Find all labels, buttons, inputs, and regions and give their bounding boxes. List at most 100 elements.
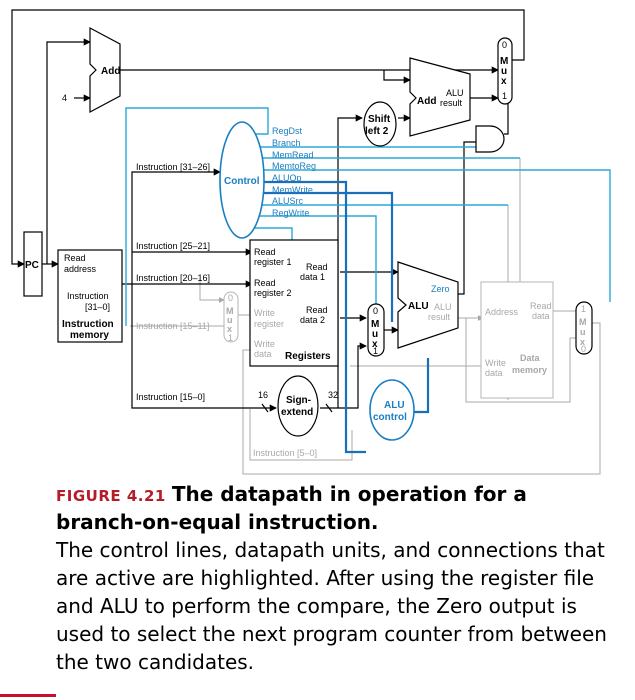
inactive-wires bbox=[130, 158, 601, 475]
regdst-mux: 0 M u x 1 bbox=[223, 291, 239, 343]
register-file: Read register 1 Read register 2 Write re… bbox=[249, 239, 339, 367]
page-edge-mark bbox=[0, 694, 56, 697]
rf-name: Registers bbox=[285, 351, 331, 362]
rf-rr2-b: register 2 bbox=[254, 288, 292, 298]
control-label: Control bbox=[224, 176, 260, 187]
memtoreg-mux-m: M bbox=[579, 317, 587, 327]
rf-rr2-a: Read bbox=[254, 278, 276, 288]
instr-25-21-label: Instruction [25–21] bbox=[136, 241, 210, 251]
alu-res-top: ALU bbox=[434, 302, 452, 312]
const-4: 4 bbox=[62, 93, 67, 103]
alu-label: ALU bbox=[408, 301, 429, 312]
rf-wr-a: Write bbox=[254, 308, 275, 318]
pc-mux-x: x bbox=[501, 76, 507, 87]
signal-memtoreg: MemtoReg bbox=[272, 161, 316, 171]
rf-wd-b: data bbox=[254, 349, 272, 359]
signal-regdst: RegDst bbox=[272, 126, 303, 136]
figure-title: The datapath in operation for a branch-o… bbox=[56, 482, 527, 534]
im-instr-2: [31–0] bbox=[85, 302, 110, 312]
signal-regwrite: RegWrite bbox=[272, 208, 309, 218]
branch-adder-result-top: ALU bbox=[446, 88, 464, 98]
dm-name-1: Data bbox=[520, 353, 541, 363]
branch-adder-result-bot: result bbox=[440, 98, 463, 108]
pc-mux-1: 1 bbox=[502, 91, 507, 101]
signal-memread: MemRead bbox=[272, 150, 314, 160]
im-read-1: Read bbox=[64, 253, 86, 263]
data-memory: Address Read data Write data Data memory bbox=[480, 281, 554, 399]
instr-15-11-label: Instruction [15–11] bbox=[136, 321, 209, 331]
rf-rr1-a: Read bbox=[254, 247, 276, 257]
alu-control: ALU control bbox=[369, 379, 415, 441]
pc-mux-0: 0 bbox=[502, 40, 507, 50]
branch-and-gate bbox=[475, 125, 505, 153]
alusrc-mux-1: 1 bbox=[373, 346, 378, 356]
alusrc-mux: 0 M u x 1 bbox=[367, 303, 385, 357]
signal-branch: Branch bbox=[272, 138, 301, 148]
control-signals: RegDst Branch MemRead MemtoReg ALUOp Mem… bbox=[272, 126, 316, 218]
pc-source-mux: 0 M u x 1 bbox=[497, 37, 513, 105]
pc-mux-u: u bbox=[501, 66, 507, 77]
memtoreg-mux-0: 0 bbox=[581, 344, 586, 354]
signal-aluop: ALUOp bbox=[272, 173, 302, 183]
rf-wr-b: register bbox=[254, 319, 284, 329]
memtoreg-mux-1: 1 bbox=[581, 304, 586, 314]
im-name-1: Instruction bbox=[62, 319, 114, 330]
alu-zero-label: Zero bbox=[431, 284, 450, 294]
instr-31-26-label: Instruction [31–26] bbox=[136, 162, 210, 172]
alusrc-mux-m: M bbox=[371, 319, 379, 330]
alu-control-1: ALU bbox=[384, 400, 405, 411]
figure-label: FIGURE 4.21 bbox=[56, 487, 166, 505]
im-read-2: address bbox=[64, 264, 97, 274]
main-alu: ALU Zero ALU result bbox=[397, 261, 459, 349]
pc-adder-label: Add bbox=[101, 66, 120, 77]
sign-extend-2: extend bbox=[281, 407, 313, 418]
control-lines bbox=[125, 107, 611, 326]
dm-read-2: data bbox=[532, 311, 550, 321]
pc-register: PC bbox=[23, 231, 43, 297]
alusrc-mux-x: x bbox=[372, 339, 378, 350]
rf-rd2-b: data 2 bbox=[300, 315, 325, 325]
alu-control-2: control bbox=[373, 412, 407, 423]
control-unit: Control bbox=[219, 121, 265, 239]
regdst-mux-u: u bbox=[227, 315, 233, 325]
memtoreg-mux-x: x bbox=[580, 337, 585, 347]
branch-adder: Add ALU result bbox=[409, 57, 471, 137]
pc-label: PC bbox=[25, 260, 39, 271]
bits-16: 16 bbox=[258, 390, 268, 400]
black-wires bbox=[11, 9, 525, 412]
im-name-2: memory bbox=[70, 330, 109, 341]
alusrc-mux-0: 0 bbox=[373, 306, 378, 316]
im-instr-1: Instruction bbox=[67, 291, 109, 301]
signal-alusrc: ALUSrc bbox=[272, 196, 304, 206]
bits-32: 32 bbox=[328, 390, 338, 400]
rf-rd1-a: Read bbox=[306, 262, 328, 272]
dm-read-1: Read bbox=[530, 301, 552, 311]
alu-res-bot: result bbox=[428, 312, 451, 322]
instr-20-16-label: Instruction [20–16] bbox=[136, 273, 210, 283]
rf-rd2-a: Read bbox=[306, 305, 328, 315]
dm-address: Address bbox=[485, 307, 519, 317]
regdst-mux-1: 1 bbox=[228, 333, 233, 343]
signal-memwrite: MemWrite bbox=[272, 185, 313, 195]
regdst-mux-x: x bbox=[227, 324, 232, 334]
pc-mux-m: M bbox=[500, 56, 508, 67]
shift-label-2: left 2 bbox=[365, 126, 389, 137]
instr-5-0-label: Instruction [5–0] bbox=[253, 448, 317, 458]
datapath-diagram: PC 4 Add Add ALU result 0 M u x 1 Shift … bbox=[11, 9, 611, 475]
shift-left-2: Shift left 2 bbox=[363, 101, 397, 147]
memtoreg-mux-u: u bbox=[580, 327, 586, 337]
rf-wd-a: Write bbox=[254, 339, 275, 349]
instr-15-0-label: Instruction [15–0] bbox=[136, 392, 205, 402]
instruction-memory: Read address Instruction [31–0] Instruct… bbox=[57, 249, 123, 343]
figure-body: The control lines, datapath units, and c… bbox=[56, 538, 607, 674]
sign-extend: Sign- extend 16 32 bbox=[258, 375, 338, 437]
alusrc-mux-u: u bbox=[372, 329, 378, 340]
rf-rd1-b: data 1 bbox=[300, 272, 325, 282]
dm-write-1: Write bbox=[485, 358, 506, 368]
dm-write-2: data bbox=[485, 368, 503, 378]
branch-adder-label: Add bbox=[417, 96, 436, 107]
rf-rr1-b: register 1 bbox=[254, 257, 292, 267]
shift-label-1: Shift bbox=[368, 114, 391, 125]
regdst-mux-m: M bbox=[226, 306, 234, 316]
